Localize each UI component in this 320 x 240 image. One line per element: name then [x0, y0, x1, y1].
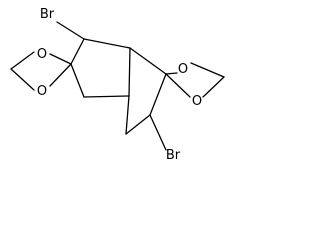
bond-right-ring-3 [125, 114, 151, 135]
bond-right-ring-4 [125, 95, 130, 135]
atom-o-left-lower: O [37, 84, 47, 99]
molecule-structure: Br O O O O Br [10, 7, 225, 163]
bond-right-dioxolane-2 [165, 73, 191, 98]
bond-left-dioxolane-4 [10, 68, 35, 91]
atom-o-right-lower: O [192, 94, 202, 109]
bond-lines [10, 21, 225, 151]
bond-left-ring-1 [83, 38, 131, 49]
bond-br-bottom [149, 114, 167, 151]
bond-right-dioxolane-4 [202, 76, 225, 98]
atom-br-top: Br [40, 7, 55, 22]
bond-br-top [56, 21, 85, 40]
bond-left-ring-2 [128, 47, 131, 97]
bond-right-dioxolane-3 [190, 62, 225, 78]
bond-left-ring-4 [70, 63, 85, 98]
bond-left-ring-3 [83, 95, 130, 98]
bond-left-ring-5 [70, 38, 85, 65]
atom-labels: Br O O O O Br [37, 7, 202, 163]
atom-br-bottom: Br [166, 148, 181, 163]
atom-o-left-upper: O [37, 47, 47, 62]
bond-left-dioxolane-2 [49, 63, 72, 87]
bond-right-dioxolane-1 [165, 72, 178, 75]
bond-right-ring-1 [129, 47, 167, 75]
bond-left-dioxolane-1 [49, 53, 72, 65]
bond-left-dioxolane-3 [10, 51, 35, 70]
atom-o-right-upper: O [178, 62, 188, 77]
bond-right-ring-2 [149, 73, 167, 116]
